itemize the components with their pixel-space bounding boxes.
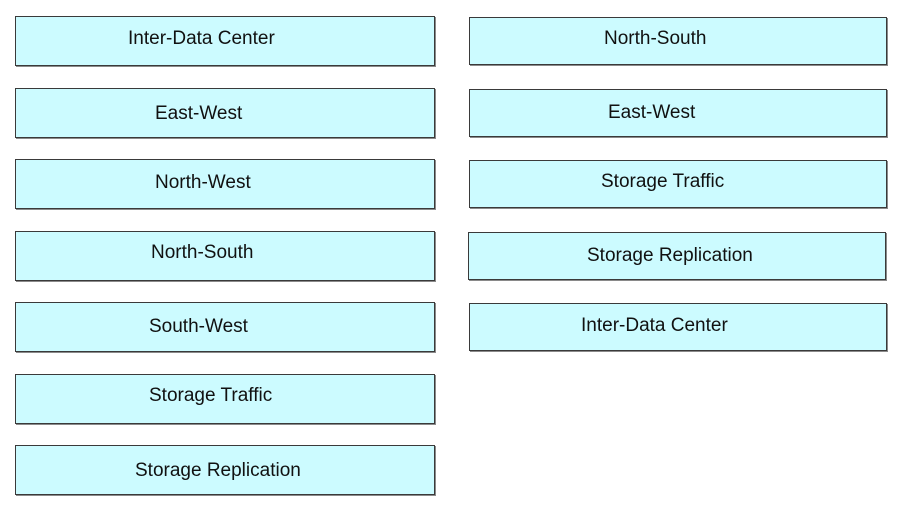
target-label: Inter-Data Center xyxy=(581,315,728,336)
target-label: East-West xyxy=(608,102,696,123)
option-box-inter-data-center[interactable]: Inter-Data Center xyxy=(15,16,435,66)
option-box-north-west[interactable]: North-West xyxy=(15,159,435,209)
option-label: North-South xyxy=(151,242,254,263)
option-label: East-West xyxy=(155,103,243,124)
option-box-east-west[interactable]: East-West xyxy=(15,88,435,138)
option-label: South-West xyxy=(149,316,248,337)
option-label: North-West xyxy=(155,172,251,193)
option-box-storage-traffic[interactable]: Storage Traffic xyxy=(15,374,435,424)
option-label: Storage Traffic xyxy=(149,385,273,406)
option-box-storage-replication[interactable]: Storage Replication xyxy=(15,445,435,495)
option-label: Inter-Data Center xyxy=(128,28,275,49)
target-label: Storage Traffic xyxy=(601,171,725,192)
target-box-east-west[interactable]: East-West xyxy=(469,89,887,137)
target-label: Storage Replication xyxy=(587,245,753,266)
target-box-storage-replication[interactable]: Storage Replication xyxy=(468,232,886,280)
target-box-north-south[interactable]: North-South xyxy=(469,17,887,65)
target-label: North-South xyxy=(604,28,707,49)
option-box-south-west[interactable]: South-West xyxy=(15,302,435,352)
option-box-north-south[interactable]: North-South xyxy=(15,231,435,281)
option-label: Storage Replication xyxy=(135,460,301,481)
target-box-inter-data-center[interactable]: Inter-Data Center xyxy=(469,303,887,351)
target-box-storage-traffic[interactable]: Storage Traffic xyxy=(469,160,887,208)
